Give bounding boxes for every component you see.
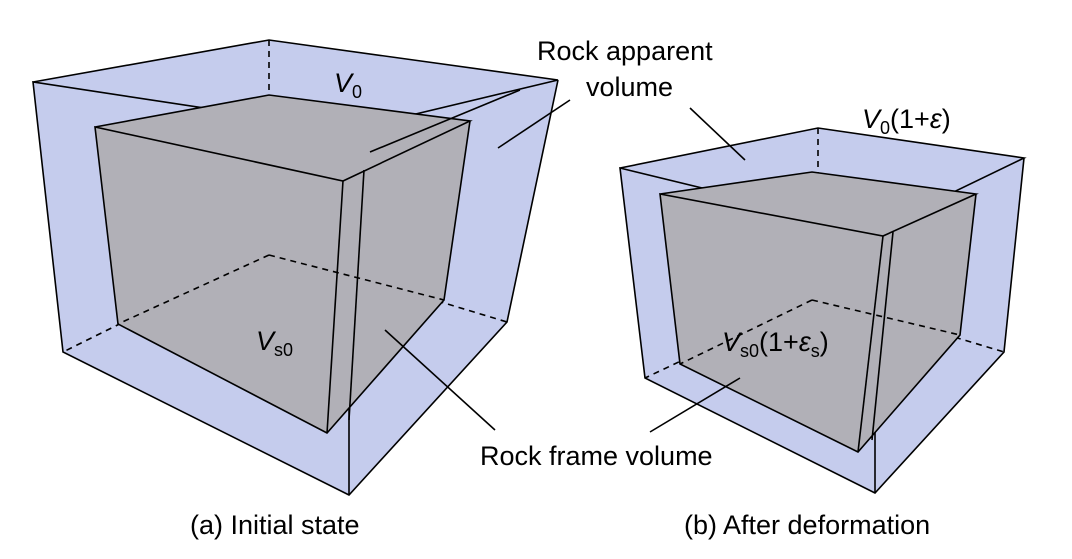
- inner-front-face-b: [660, 194, 883, 452]
- leader-apparent-to-a: [497, 99, 571, 149]
- caption-after-deformation: (b) After deformation: [684, 510, 930, 540]
- leader-apparent-to-a-edge: [369, 89, 521, 153]
- cube-after-deformation: [619, 127, 1027, 494]
- inner-cube-a: [94, 94, 473, 434]
- rock-apparent-volume-label-line2: volume: [586, 72, 673, 102]
- vs0-label: Vs0: [256, 326, 293, 360]
- caption-initial-state: (a) Initial state: [190, 510, 360, 540]
- inner-right-face-b: [858, 194, 976, 452]
- leader-apparent-to-b: [689, 107, 746, 161]
- v0-deformed-label: V0(1+ε): [862, 104, 951, 138]
- inner-front-face-a: [95, 127, 343, 433]
- vs0-deformed-label: Vs0(1+εs): [722, 327, 829, 361]
- rock-frame-volume-label: Rock frame volume: [480, 441, 713, 471]
- inner-cube-b: [659, 171, 979, 453]
- inner-top-face-a: [95, 95, 470, 181]
- leader-frame-to-a: [384, 329, 496, 431]
- inner-top-face-b: [660, 172, 976, 236]
- rock-apparent-volume-label-line1: Rock apparent: [537, 36, 713, 66]
- v0-label: V0: [334, 68, 362, 102]
- leader-frame-to-b: [649, 377, 741, 433]
- cube-initial-state: [32, 39, 559, 496]
- leader-lines: [369, 89, 746, 433]
